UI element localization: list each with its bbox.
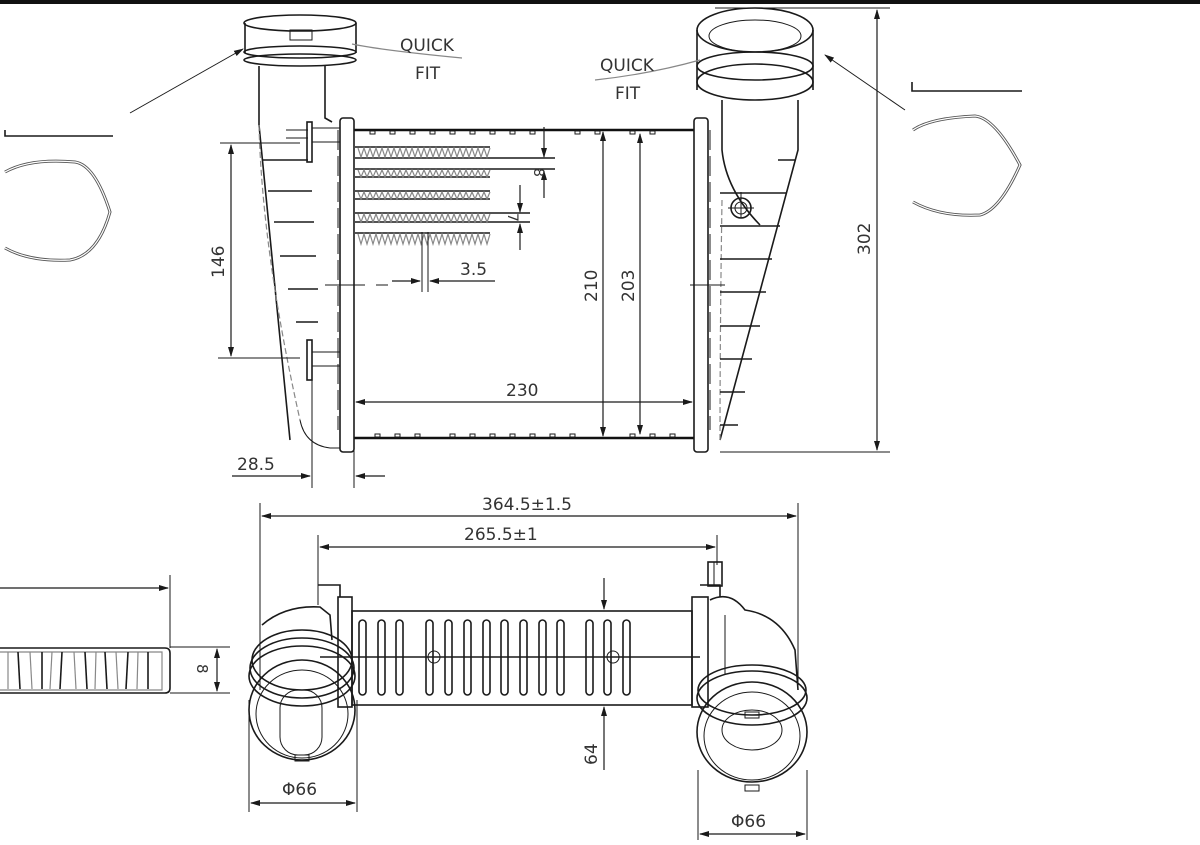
- dim-label-pipe-diameter-left: Φ66: [282, 780, 317, 800]
- right-spring-clip-icon: [911, 82, 1022, 217]
- dim-label-pipe-spacing: 265.5±1: [464, 525, 538, 545]
- right-outlet-pipe: [696, 7, 814, 441]
- dim-label-core-depth: 64: [582, 743, 602, 765]
- quick-fit-right-label-line1: QUICK: [600, 56, 655, 76]
- dim-label-tube-height: 7: [504, 213, 520, 222]
- dim-label-core-height-inner: 203: [619, 270, 639, 302]
- center-mark-icon: [427, 650, 441, 664]
- front-view: [129, 7, 906, 488]
- quick-fit-left-label-line2: FIT: [415, 64, 441, 84]
- dim-label-core-height-outer: 210: [582, 270, 602, 302]
- dim-label-bracket-spacing: 146: [209, 246, 229, 278]
- dim-label-overall-height: 302: [855, 223, 875, 255]
- dim-label-core-width: 230: [506, 381, 538, 401]
- dim-label-tube-pitch: 8: [530, 168, 546, 177]
- left-pipe-end: [248, 606, 356, 762]
- quick-fit-right-label-line2: FIT: [615, 84, 641, 104]
- left-inlet-pipe: [243, 14, 357, 449]
- quick-fit-left-label-line1: QUICK: [400, 36, 455, 56]
- dim-label-pipe-diameter-right: Φ66: [731, 812, 766, 832]
- center-mark-icon: [606, 650, 620, 664]
- left-spring-clip-icon: [4, 130, 113, 262]
- leader-left-clip: [129, 48, 244, 114]
- fin-section-view: [0, 575, 230, 694]
- dim-label-fin-pitch: 3.5: [460, 260, 487, 280]
- dim-label-fin-height: 8: [193, 664, 211, 674]
- fin-tube-detail: [355, 146, 555, 247]
- dim-label-side-offset: 28.5: [237, 455, 275, 475]
- leader-right-clip: [824, 54, 906, 111]
- right-pipe-end: [696, 595, 808, 792]
- top-view: [248, 503, 808, 840]
- dim-label-overall-length: 364.5±1.5: [482, 495, 572, 515]
